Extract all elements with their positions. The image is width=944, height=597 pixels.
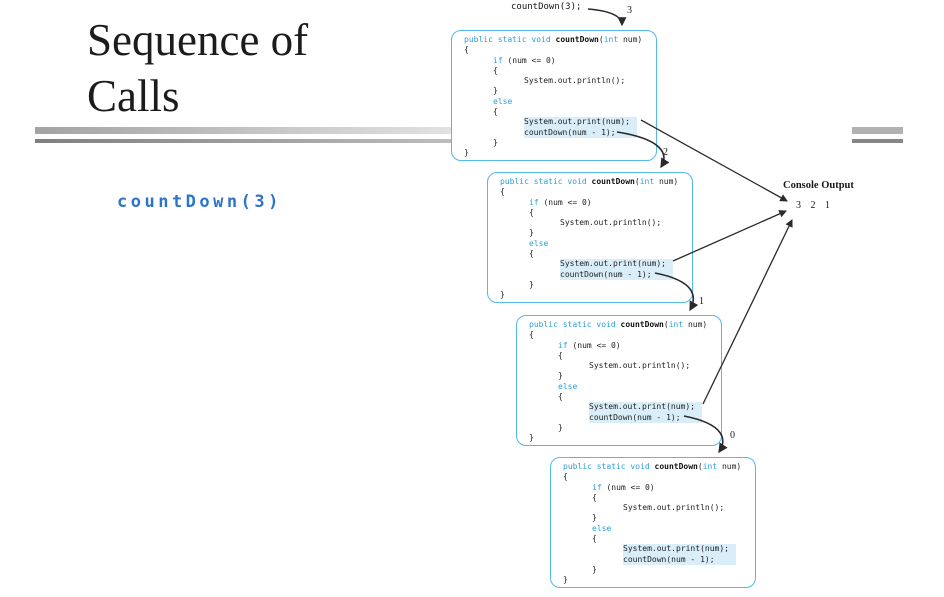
code-line: {: [464, 45, 469, 55]
separator-bar-light: [852, 127, 903, 134]
code-frame-4: public static void countDown(int num){if…: [550, 457, 756, 588]
code-line: System.out.print(num);: [529, 402, 721, 413]
highlighted-code: System.out.print(num);: [524, 117, 637, 128]
code-line: countDown(num - 1);: [464, 127, 656, 138]
highlighted-code: System.out.print(num);: [560, 259, 673, 270]
code-line: else: [592, 523, 612, 533]
title-separator-right: [852, 127, 903, 143]
code-line: }: [558, 371, 563, 381]
initial-call-label: countDown(3): [117, 192, 282, 212]
code-line: {: [493, 65, 498, 75]
code-line: countDown(num - 1);: [529, 412, 721, 423]
code-line: System.out.print(num);: [500, 259, 692, 270]
code-line: }: [529, 228, 534, 238]
code-line: public static void countDown(int num): [464, 35, 643, 44]
code-line: {: [529, 207, 534, 217]
title-line-2: Calls: [87, 71, 180, 121]
code-line: {: [500, 187, 505, 197]
code-line: countDown(num - 1);: [500, 269, 692, 280]
code-line: {: [592, 534, 597, 544]
code-line: System.out.println();: [623, 503, 725, 513]
code-line: }: [493, 86, 498, 96]
code-line: if (num <= 0): [558, 340, 621, 350]
code-line: }: [493, 137, 498, 147]
separator-bar-dark: [35, 139, 451, 143]
console-output-values: 3 2 1: [796, 200, 832, 211]
code-line: System.out.println();: [589, 361, 691, 371]
code-line: }: [563, 575, 568, 585]
code-line: else: [529, 238, 549, 248]
title-separator-left: [35, 127, 451, 143]
code-line: {: [558, 350, 563, 360]
code-line: public static void countDown(int num): [500, 177, 679, 186]
arrow-label-3: 3: [627, 5, 632, 16]
arrow-label-0: 0: [730, 430, 735, 441]
highlighted-code: System.out.print(num);: [589, 402, 702, 413]
highlighted-code: countDown(num - 1);: [524, 127, 637, 138]
code-line: System.out.println();: [560, 218, 662, 228]
code-line: else: [558, 381, 578, 391]
highlighted-code: System.out.print(num);: [623, 544, 736, 555]
code-line: else: [493, 96, 513, 106]
code-line: }: [558, 422, 563, 432]
highlighted-code: countDown(num - 1);: [589, 412, 702, 423]
code-line: }: [592, 564, 597, 574]
highlighted-code: countDown(num - 1);: [623, 554, 736, 565]
console-output-title: Console Output: [783, 180, 854, 191]
arrow-call-to-frame1: [587, 8, 627, 27]
code-line: if (num <= 0): [592, 482, 655, 492]
highlighted-code: countDown(num - 1);: [560, 269, 673, 280]
figure-initial-call-text: countDown(3);: [511, 2, 582, 12]
code-line: }: [464, 148, 469, 158]
page-title: Sequence of Calls: [87, 12, 447, 124]
code-line: public static void countDown(int num): [563, 462, 742, 471]
code-line: {: [529, 249, 534, 259]
code-line: System.out.print(num);: [563, 544, 755, 555]
code-frame-2: public static void countDown(int num){if…: [487, 172, 693, 303]
code-line: countDown(num - 1);: [563, 554, 755, 565]
code-line: }: [500, 290, 505, 300]
code-line: public static void countDown(int num): [529, 320, 708, 329]
code-line: {: [592, 492, 597, 502]
title-line-1: Sequence of: [87, 15, 309, 65]
code-line: System.out.println();: [524, 76, 626, 86]
code-line: {: [493, 107, 498, 117]
code-line: {: [558, 392, 563, 402]
code-line: {: [563, 472, 568, 482]
arrow-label-2: 2: [663, 147, 668, 158]
code-line: System.out.print(num);: [464, 117, 656, 128]
code-line: if (num <= 0): [529, 197, 592, 207]
separator-bar-dark: [852, 139, 903, 143]
code-line: }: [529, 433, 534, 443]
code-line: }: [592, 513, 597, 523]
arrow-label-1: 1: [699, 296, 704, 307]
code-line: {: [529, 330, 534, 340]
separator-bar-light: [35, 127, 451, 134]
code-line: if (num <= 0): [493, 55, 556, 65]
code-frame-3: public static void countDown(int num){if…: [516, 315, 722, 446]
code-line: }: [529, 279, 534, 289]
code-frame-1: public static void countDown(int num){if…: [451, 30, 657, 161]
